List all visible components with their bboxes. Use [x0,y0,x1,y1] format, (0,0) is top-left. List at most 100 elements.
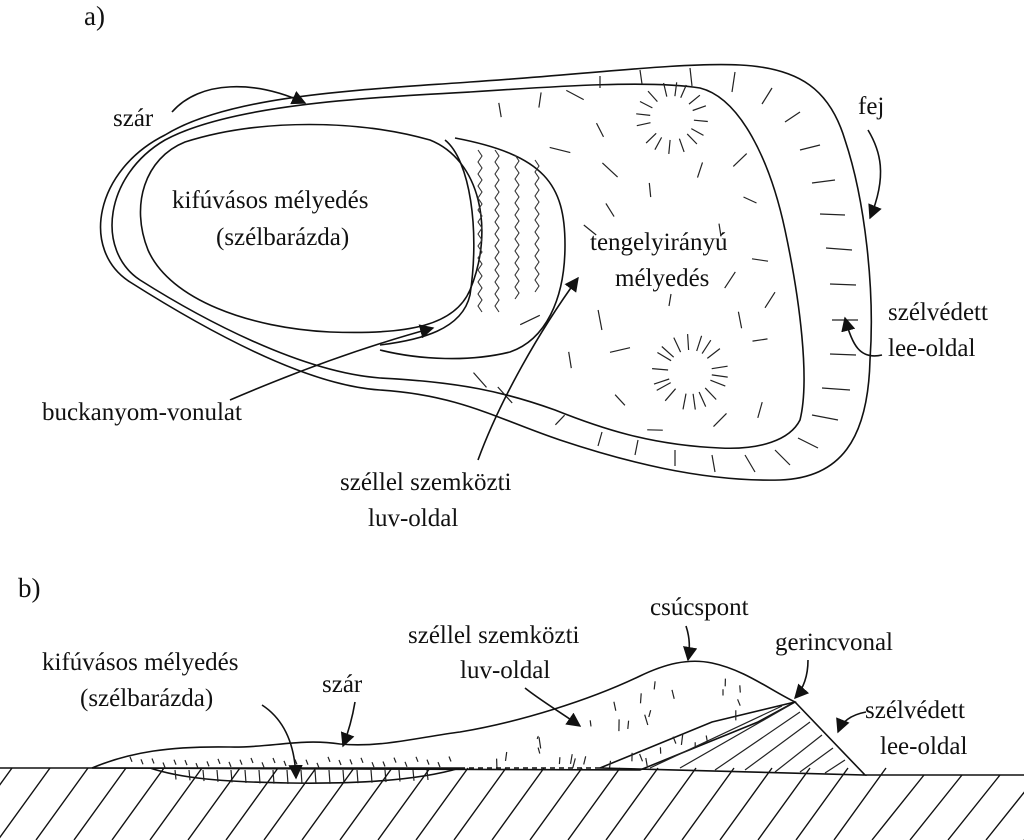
hollow-hachure [370,769,373,783]
label-gerinc: gerincvonal [775,629,893,656]
lee-hachure [799,144,821,151]
profile-dash [639,753,644,762]
sand-dash [713,412,727,428]
arm-dash [195,762,199,769]
hatch-line [605,767,659,840]
profile-dash [504,751,508,761]
sand-radial-stroke [693,119,708,123]
sand-radial-stroke [696,335,703,352]
profile-dash [648,710,652,718]
hollow-hachure [272,769,275,784]
label-kifuvasos-a-1: kifúvásos mélyedés [172,187,368,214]
hatch-line [947,774,1001,840]
sand-dash [497,386,513,404]
profile-dash [538,737,542,749]
label-kifuvasos-b-2: (szélbarázda) [80,685,213,712]
sand-radial-stroke [688,94,701,105]
arm-dash [217,758,221,765]
hatch-line [643,767,697,840]
arm-dash [184,759,188,766]
lee-hachure [811,414,839,421]
sand-radial-stroke [701,339,712,354]
dune-sand-body [111,83,805,450]
sand-dash [568,351,572,369]
hollow-hachure [328,769,331,784]
hatch-line [225,767,279,840]
sand-dash [737,311,743,329]
arm-dash [206,761,210,767]
hatch-line [301,767,355,840]
hatch-line [833,767,887,840]
profile-dash [644,714,649,726]
sand-radial-stroke [668,139,671,154]
sand-radial-stroke [711,365,728,370]
hollow-hachure [314,769,317,785]
hatch-line [871,774,925,840]
profile-dash [627,720,630,729]
sand-dash [648,182,652,198]
profile-dash [512,704,516,712]
hollow-hachure [286,769,289,784]
profile-dash [572,758,576,768]
profile-dash [609,760,612,768]
profile-dash [558,757,561,765]
sand-dash [757,401,763,419]
sand-radial-stroke [653,378,670,385]
arm-dash [239,759,243,765]
sand-radial-stroke [680,84,687,99]
profile-dash [645,757,648,767]
sand-dash [595,122,605,138]
arm-dash [173,759,177,765]
arm-dash [327,756,331,763]
arrow-kifuvasos-b [261,704,303,780]
arm-dash [437,761,441,768]
profile-dash [739,685,741,693]
ridge-streaks [477,149,540,313]
sand-radial-stroke [652,368,669,371]
sand-radial-stroke [678,138,685,153]
trailing-ridge-line-2 [379,137,566,360]
sand-radial-stroke [686,133,698,145]
arm-dash [382,761,386,767]
hollow-hachure [300,769,303,785]
hatch-line [73,767,127,840]
profile-dash [493,692,498,703]
arrow-gerinc [794,659,810,700]
hatch-line [985,791,1024,840]
sand-dash [473,372,487,388]
sand-dash [614,394,626,406]
lee-hachure [825,247,853,251]
label-szelvedett-a-1: szélvédett [888,299,988,326]
bedrock-hatching [0,767,1024,840]
profile-texture [471,676,763,770]
arrow-szar-a [171,85,307,113]
sand-radial-stroke [674,82,678,97]
hatch-line [491,767,545,840]
arm-dash [371,761,375,768]
sand-dash [732,153,748,167]
profile-dash [600,683,605,692]
arrow-buckanyom [229,324,435,401]
label-luv-a-1: széllel szemközti [340,469,512,496]
sand-radial-stroke [698,391,707,407]
arrow-fej [867,129,882,220]
sand-dash [696,162,704,178]
hatch-line [909,774,963,840]
label-luv-a-2: luv-oldal [368,505,458,532]
panel-b-label: b) [18,573,41,603]
arm-texture [129,756,452,769]
profile-dash [584,677,590,688]
sand-dash [538,92,542,108]
hatch-line [681,767,735,840]
sand-radial-stroke [692,105,707,112]
panel-a-label: a) [84,1,105,31]
sand-radial-stroke [706,348,721,359]
hollow-hachure [202,769,205,782]
sand-radial-stroke [657,351,672,362]
profile-dash [495,700,498,712]
profile-dash [672,736,677,744]
lee-hachure [597,431,603,447]
hollow-hachure [244,769,247,783]
label-fej: fej [858,93,884,120]
sand-radial-stroke [664,388,677,402]
